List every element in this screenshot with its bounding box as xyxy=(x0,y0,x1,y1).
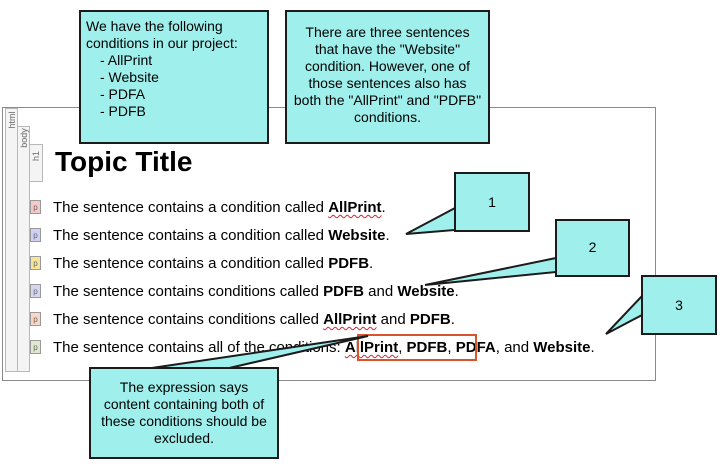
paragraph-marker[interactable]: p xyxy=(30,256,41,270)
condition-pdfb: PDFB xyxy=(406,339,448,356)
editor-pane xyxy=(2,107,656,381)
paragraph-marker[interactable]: p xyxy=(30,228,41,242)
callout-conditions-intro: We have the following conditions in our … xyxy=(86,18,238,51)
callout-tail-2 xyxy=(424,256,557,286)
condition-allprint: AllPrint xyxy=(328,199,382,216)
condition-item: - AllPrint xyxy=(100,52,153,68)
paragraph-marker[interactable]: p xyxy=(30,340,41,354)
paragraph-marker[interactable]: p xyxy=(30,312,41,326)
condition-website: Website xyxy=(328,227,386,244)
structure-tab-body[interactable]: body xyxy=(17,126,30,372)
condition-pdfb: PDFB xyxy=(323,283,365,300)
condition-website: Website xyxy=(397,283,455,300)
condition-allprint: AllPrint xyxy=(323,311,377,328)
topic-title[interactable]: Topic Title xyxy=(55,146,193,177)
callout-marker-2: 2 xyxy=(555,219,630,277)
callout-expression: The expression says content containing b… xyxy=(89,367,279,459)
callout-sentences-text: There are three sentences that have the … xyxy=(293,24,482,125)
callout-tail-expression xyxy=(144,335,369,370)
callout-marker-2-label: 2 xyxy=(588,239,597,255)
callout-marker-3: 3 xyxy=(641,275,717,335)
condition-item: - PDFA xyxy=(100,86,146,102)
callout-tail-3 xyxy=(605,293,643,335)
callout-conditions: We have the following conditions in our … xyxy=(79,10,269,144)
condition-item: - PDFB xyxy=(100,103,146,119)
callout-marker-1: 1 xyxy=(454,172,530,232)
sentence-website[interactable]: The sentence contains a condition called… xyxy=(53,227,390,244)
sentence-pdfb-website[interactable]: The sentence contains conditions called … xyxy=(53,283,459,300)
callout-expression-text: The expression says content containing b… xyxy=(101,379,267,446)
highlight-allprint-pdfb xyxy=(357,334,477,361)
callout-tail-1 xyxy=(405,206,456,235)
sentence-pdfb[interactable]: The sentence contains a condition called… xyxy=(53,255,374,272)
condition-pdfb: PDFB xyxy=(328,255,370,272)
condition-item: - Website xyxy=(100,69,159,85)
callout-marker-1-label: 1 xyxy=(488,194,496,210)
callout-sentences: There are three sentences that have the … xyxy=(285,10,490,144)
condition-website: Website xyxy=(533,339,591,356)
paragraph-marker[interactable]: p xyxy=(30,284,41,298)
sentence-allprint[interactable]: The sentence contains a condition called… xyxy=(53,199,386,216)
sentence-allprint-pdfb[interactable]: The sentence contains conditions called … xyxy=(53,311,455,328)
callout-marker-3-label: 3 xyxy=(675,297,683,313)
paragraph-marker[interactable]: p xyxy=(30,200,41,214)
condition-pdfb: PDFB xyxy=(409,311,451,328)
structure-tab-h1[interactable]: h1 xyxy=(29,144,43,182)
